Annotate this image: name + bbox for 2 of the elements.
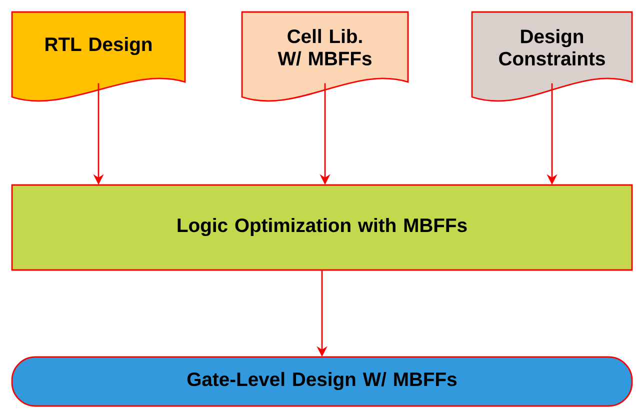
- process-box: Logic Optimization with MBFFs: [11, 184, 633, 271]
- output-box: Gate-Level Design W/ MBFFs: [11, 356, 633, 407]
